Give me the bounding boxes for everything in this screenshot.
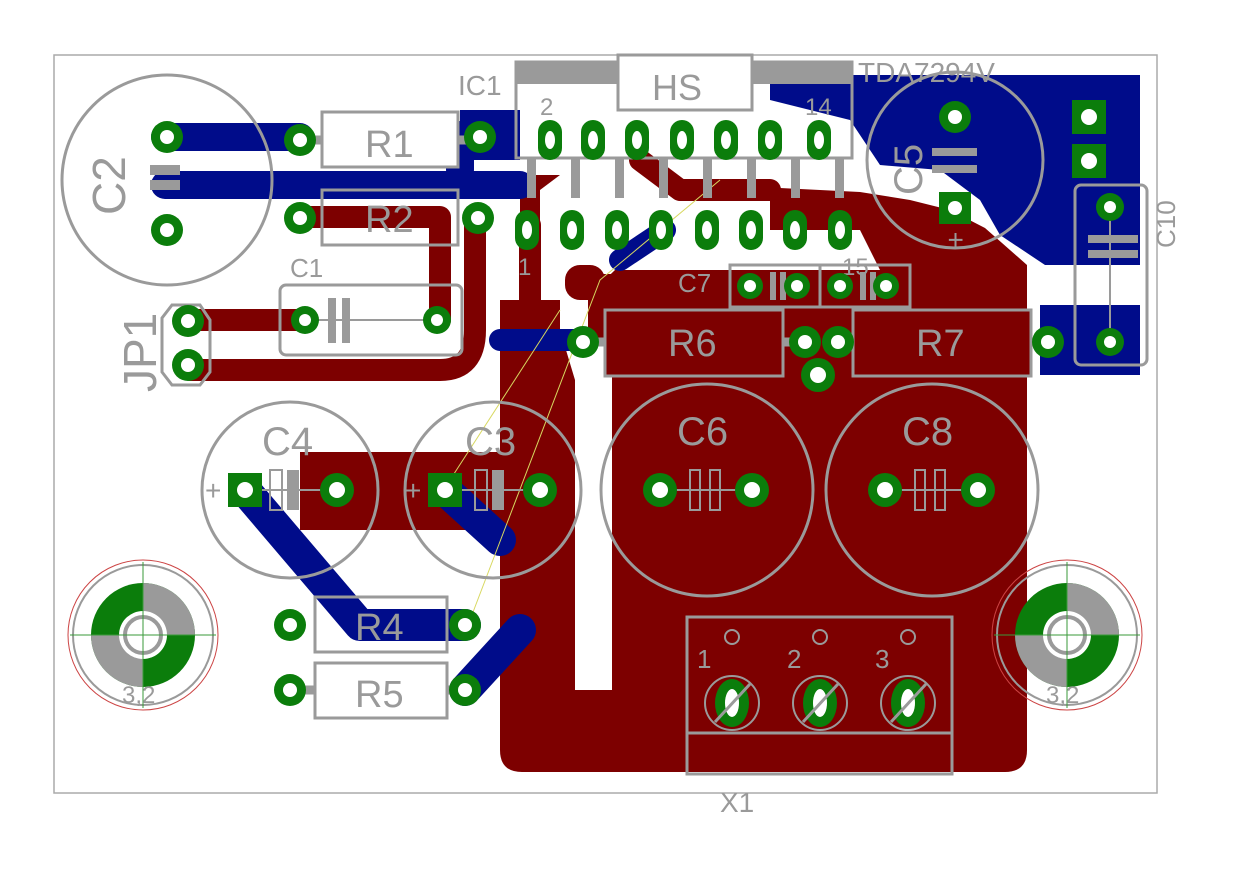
c6-capacitor: C6 — [599, 382, 815, 598]
x1-terminal-block: 1 2 3 X1 — [685, 615, 954, 818]
r4-resistor: R4 — [274, 595, 481, 654]
r7-resistor: R7 — [822, 308, 1064, 378]
ic1-bottom-pads — [515, 210, 852, 250]
ic1-label: IC1 — [458, 70, 502, 101]
x1-pin1-label: 1 — [697, 644, 711, 674]
c7-label: C7 — [678, 268, 711, 298]
ic1-amplifier: HS IC1 TDA7294V 2 14 1 15 — [458, 53, 995, 281]
c10-capacitor: C10 — [1073, 183, 1181, 367]
mounting-hole-right: 3,2 — [991, 559, 1143, 711]
c1-label: C1 — [290, 253, 323, 283]
x1-pin3-label: 3 — [875, 644, 889, 674]
c3-label: C3 — [465, 420, 516, 464]
hole-right-label: 3,2 — [1046, 682, 1079, 709]
c8-label: C8 — [902, 410, 953, 454]
r2-resistor: R2 — [284, 188, 494, 247]
r5-label: R5 — [355, 674, 404, 716]
c5-label: C5 — [887, 144, 931, 195]
ic1-value: TDA7294V — [858, 57, 995, 88]
hole-left-label: 3,2 — [122, 682, 155, 709]
airwires — [449, 179, 721, 621]
c2-capacitor: C2 — [60, 73, 274, 287]
jp1-jumper: JP1 — [114, 303, 212, 392]
c4-label: C4 — [262, 420, 313, 464]
r6-resistor: R6 — [567, 308, 821, 378]
r1-resistor: R1 — [284, 110, 496, 169]
ic1-body-text: HS — [652, 67, 702, 108]
ic1-pin1-label: 1 — [518, 254, 531, 281]
r6-label: R6 — [668, 323, 717, 365]
connector-pads-right — [1072, 100, 1106, 178]
c7-capacitor: C7 — [678, 263, 822, 309]
c4-capacitor: C4 + — [200, 400, 380, 580]
jp1-label: JP1 — [114, 313, 166, 392]
mounting-hole-left: 3,2 — [67, 559, 219, 711]
x1-pin2-label: 2 — [787, 644, 801, 674]
c1-capacitor: C1 — [278, 253, 464, 357]
c3-capacitor: C3 + — [403, 400, 583, 580]
r5-resistor: R5 — [274, 661, 481, 720]
r2-label: R2 — [365, 199, 414, 241]
ic1-pin14-label: 14 — [805, 94, 832, 121]
c6-label: C6 — [677, 410, 728, 454]
r4-label: R4 — [355, 607, 404, 649]
r7-label: R7 — [916, 323, 965, 365]
ic1-pin2-label: 2 — [540, 94, 553, 121]
c5-capacitor: C5 + — [865, 70, 1045, 250]
x1-label: X1 — [720, 787, 754, 818]
ic1-top-pads — [538, 120, 831, 160]
c5-plus: + — [940, 232, 971, 248]
c3-plus: + — [405, 475, 421, 506]
c2-label: C2 — [83, 156, 135, 215]
c4-plus: + — [205, 475, 221, 506]
c8-capacitor: C8 — [824, 382, 1040, 598]
r1-label: R1 — [365, 124, 414, 166]
c10-label: C10 — [1151, 200, 1181, 248]
